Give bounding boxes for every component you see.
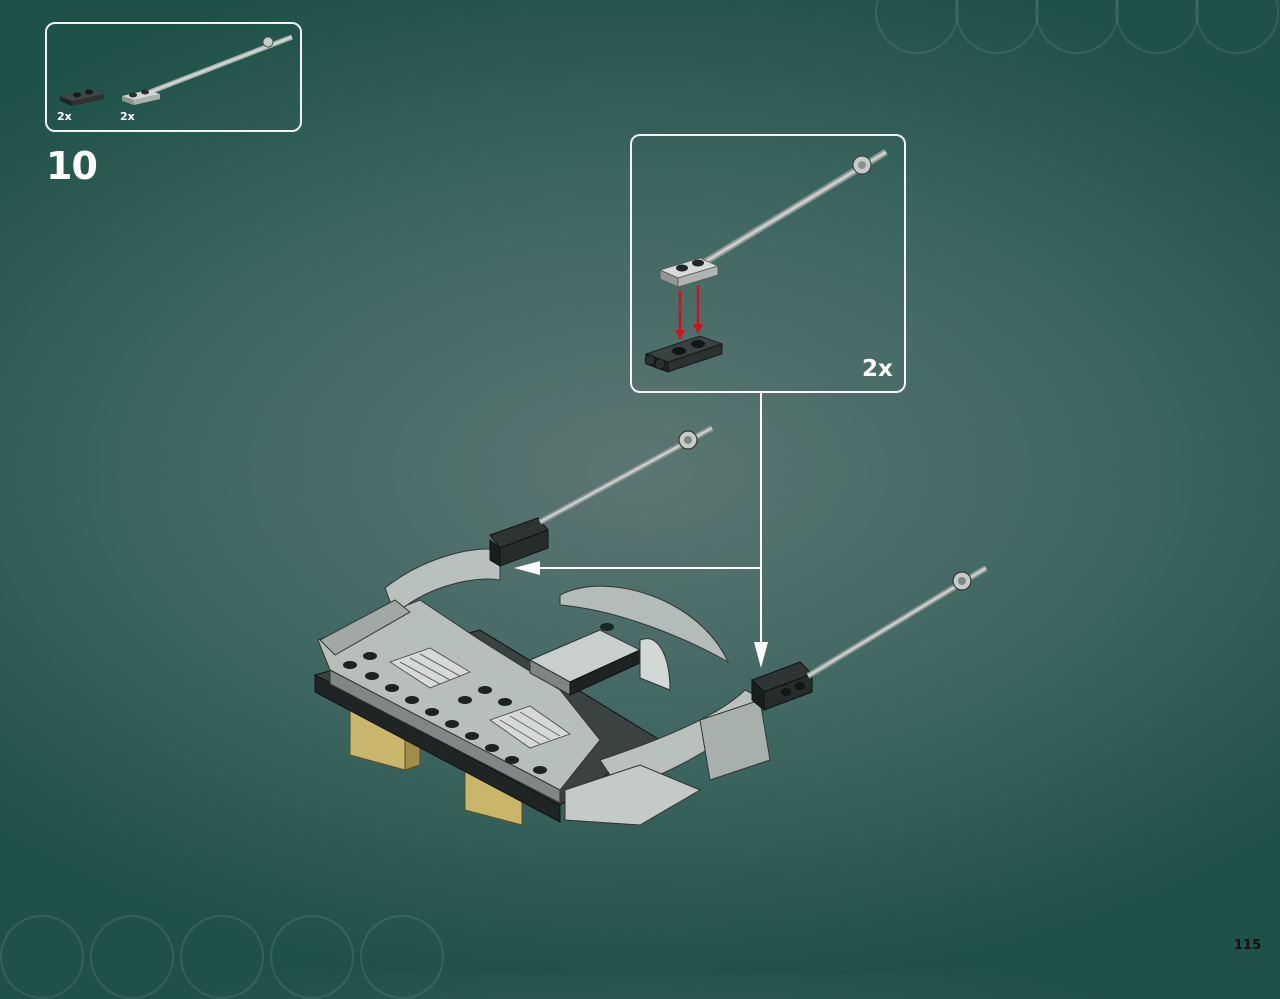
placement-arrows [514, 393, 768, 668]
studs [343, 652, 547, 774]
callout-bar-assembly [658, 149, 888, 288]
red-assembly-arrows [675, 285, 703, 340]
main-model-illustration [313, 393, 988, 826]
right-arc-bracket [564, 565, 988, 826]
parts-list-qty-1: 2x [57, 110, 72, 123]
step-number: 10 [46, 144, 98, 188]
parts-list-illustrations [60, 34, 293, 106]
curved-shield-piece [559, 585, 730, 691]
parts-list-qty-2: 2x [120, 110, 135, 123]
left-arc-bracket [319, 425, 714, 656]
center-bracket [528, 623, 642, 696]
light-gray-body [317, 599, 601, 804]
grille-tile-right [489, 705, 571, 749]
page-number: 115 [1234, 938, 1262, 953]
callout-quantity: 2x [862, 356, 893, 382]
dark-gray-plate-1x2-clip-icon [60, 89, 104, 106]
callout-illustration [644, 149, 888, 373]
parts-list-panel [45, 22, 302, 132]
sub-assembly-callout [630, 134, 906, 393]
light-gray-plate-with-bar-icon [122, 34, 293, 105]
grille-tile-left [389, 647, 471, 689]
callout-dark-clip-plate [644, 335, 724, 373]
